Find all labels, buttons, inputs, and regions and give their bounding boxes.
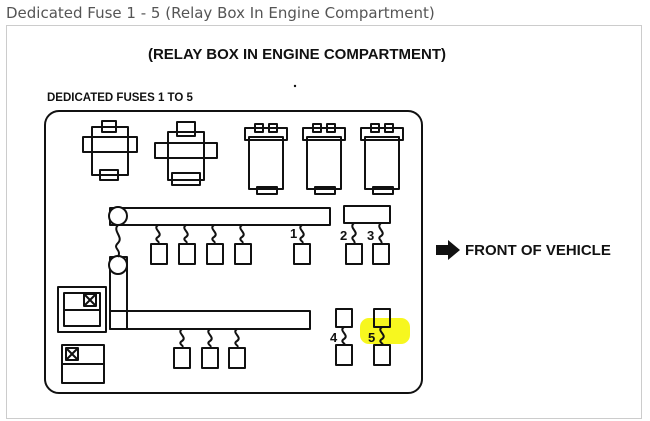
- relay-3: [244, 123, 288, 195]
- diagram-subtitle: DEDICATED FUSES 1 TO 5: [47, 92, 194, 104]
- fuse-2-label: 2: [340, 228, 347, 243]
- fuse-3-label: 3: [367, 228, 374, 243]
- relay-4: [302, 123, 346, 195]
- fuse: [178, 224, 196, 265]
- relay-5: [360, 123, 404, 195]
- relay-box-outline: [44, 110, 423, 394]
- busbar-terminal-lower: [108, 255, 128, 275]
- fuse: [150, 224, 168, 265]
- busbar-upper: [109, 207, 331, 226]
- diagram-title: (RELAY BOX IN ENGINE COMPARTMENT): [148, 46, 446, 63]
- fuse-5: [373, 308, 391, 366]
- front-of-vehicle-label: FRONT OF VEHICLE: [465, 242, 611, 259]
- image-caption: Dedicated Fuse 1 - 5 (Relay Box In Engin…: [6, 4, 435, 22]
- fuse-4-label: 4: [330, 330, 338, 345]
- image-frame: [6, 25, 642, 419]
- fuse-4: [335, 308, 353, 366]
- busbar-terminal-upper: [108, 206, 128, 226]
- fuse-5-highlight: [360, 318, 410, 344]
- fuse-5-label: 5: [368, 330, 375, 345]
- fuse-1-label: 1: [290, 226, 297, 241]
- relay-small: [343, 205, 391, 224]
- fuse: [228, 328, 246, 369]
- fuse: [234, 224, 252, 265]
- front-arrow-icon: [436, 240, 460, 260]
- relay-diode-upper: [57, 286, 107, 333]
- busbar-lower: [109, 310, 311, 330]
- speck: [293, 84, 297, 88]
- fuse-3: [372, 222, 390, 265]
- relay-2: [154, 121, 218, 186]
- fuse: [173, 328, 191, 369]
- busbar-link: [115, 224, 121, 258]
- fuse: [206, 224, 224, 265]
- relay-diode-lower: [61, 344, 105, 384]
- fuse-1: [293, 224, 311, 265]
- fuse-2: [345, 222, 363, 265]
- fuse: [201, 328, 219, 369]
- relay-1: [82, 120, 138, 181]
